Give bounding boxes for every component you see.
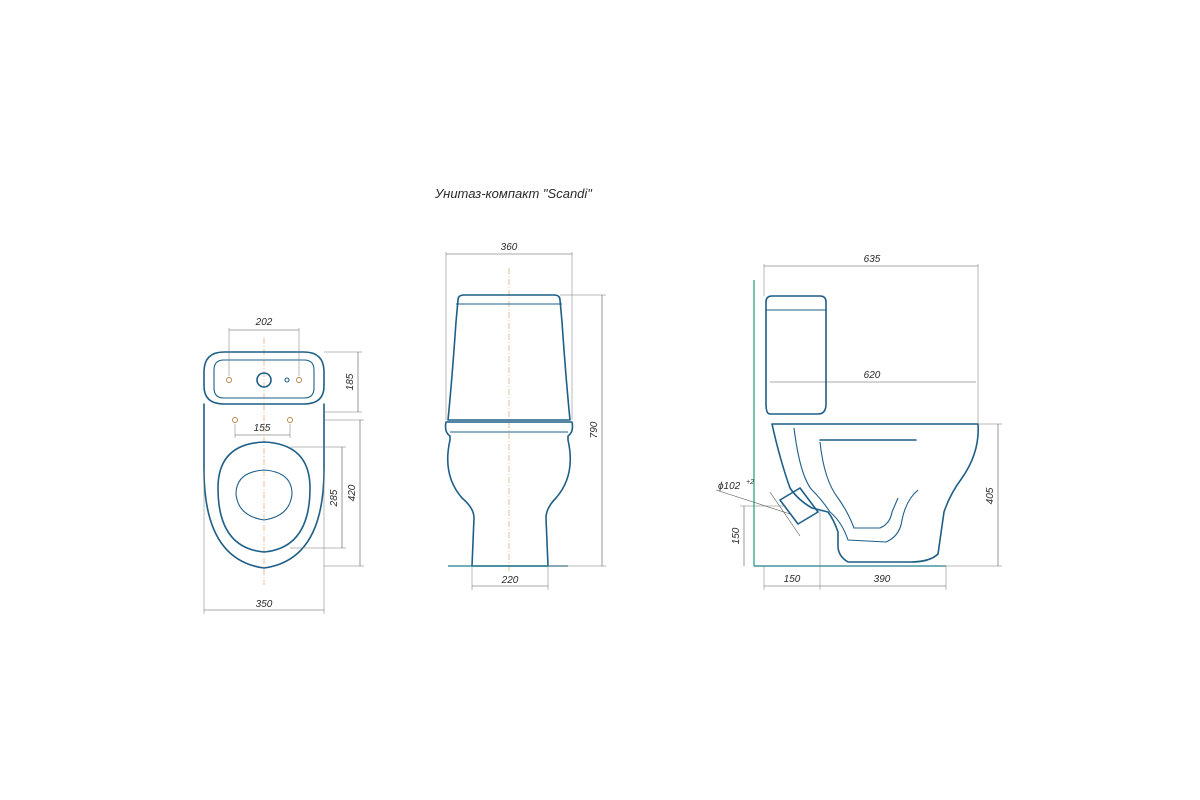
- dim-150h-label: 150: [784, 574, 801, 585]
- pipe-dia-tolerance: +2: [746, 479, 754, 486]
- mount-hole-left-icon: [226, 377, 232, 383]
- drawing-title: Унитаз-компакт "Scandi": [434, 186, 593, 201]
- dim-620-label: 620: [864, 370, 881, 381]
- side-view-tank-outline: [765, 295, 827, 415]
- dim-635-label: 635: [864, 254, 881, 265]
- side-view-trap-inner: [819, 441, 899, 529]
- dim-350-label: 350: [256, 599, 273, 610]
- top-view-tank-outline: [203, 351, 325, 405]
- dim-790-label: 790: [589, 421, 600, 438]
- dim-220-label: 220: [501, 575, 519, 586]
- dim-155-label: 155: [254, 423, 271, 434]
- pipe-dia-label: ϕ102: [718, 481, 741, 492]
- pipe-dia-leader: [715, 489, 791, 515]
- top-view-bowl-outline: [203, 403, 325, 569]
- dim-390-label: 390: [874, 574, 891, 585]
- side-view: 635 620 405 150 150 390 ϕ102 +2: [715, 254, 1002, 590]
- dim-360-label: 360: [501, 242, 518, 253]
- pipe-dia-crossline: [769, 491, 801, 537]
- dim-202-label: 202: [255, 317, 273, 328]
- hinge-hole-right-icon: [287, 417, 293, 423]
- top-view-tank-inner: [213, 359, 315, 399]
- flush-button-icon: [256, 372, 272, 388]
- top-view-seat-outline: [217, 441, 311, 553]
- side-view-trap-outline: [793, 427, 919, 543]
- valve-hole-icon: [284, 377, 290, 383]
- top-view: 202 185 155 285 420 350: [203, 317, 364, 614]
- side-view-outlet-outline: [779, 487, 819, 525]
- mount-hole-right-icon: [296, 377, 302, 383]
- dim-285-label: 285: [329, 489, 340, 507]
- side-view-bowl-outline: [771, 423, 979, 563]
- dim-150v-label: 150: [731, 527, 742, 544]
- front-view: 360 790 220: [444, 242, 606, 590]
- front-view-tank-outline: [447, 294, 571, 421]
- hinge-hole-left-icon: [232, 417, 238, 423]
- dim-405-label: 405: [985, 487, 996, 504]
- dim-185-label: 185: [345, 373, 356, 390]
- top-view-seat-inner: [235, 469, 293, 521]
- dim-420-label: 420: [347, 484, 358, 501]
